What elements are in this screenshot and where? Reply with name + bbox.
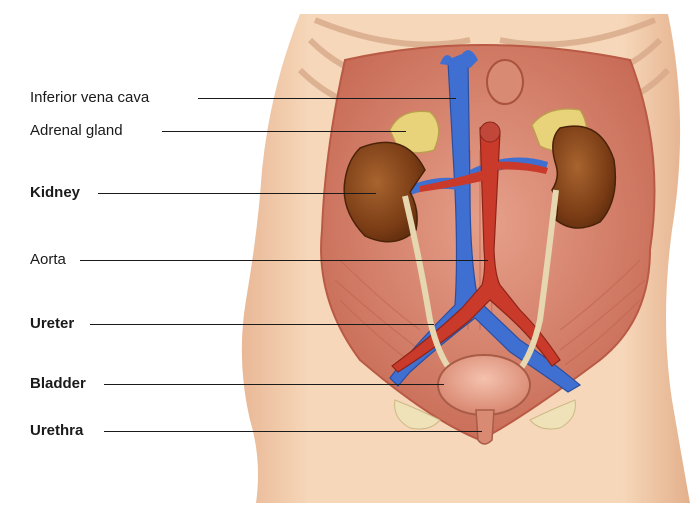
leader-line-ureter [90,324,434,325]
stomach-remnant [487,60,523,104]
label-ureter: Ureter [30,315,74,333]
label-urethra: Urethra [30,422,83,440]
leader-line-inferior-vena-cava [198,98,456,99]
leader-line-kidney [98,193,376,194]
leader-line-bladder [104,384,444,385]
label-kidney: Kidney [30,184,80,202]
label-aorta: Aorta [30,251,66,269]
leader-line-adrenal-gland [162,131,406,132]
urethra [476,410,494,444]
bladder [438,355,530,415]
label-inferior-vena-cava: Inferior vena cava [30,89,149,107]
leader-line-urethra [104,431,482,432]
celiac-trunk [480,122,500,142]
leader-line-aorta [80,260,488,261]
label-adrenal-gland: Adrenal gland [30,122,123,140]
label-bladder: Bladder [30,375,86,393]
